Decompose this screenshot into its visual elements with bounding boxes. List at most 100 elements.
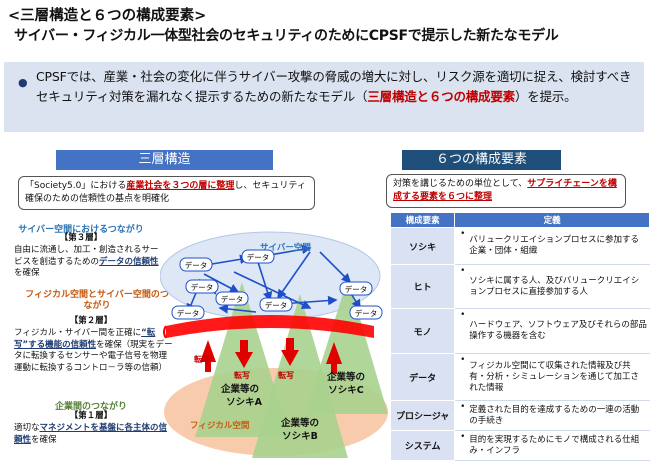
summary-text-before: CPSFでは、産業・社会の変化に伴うサイバー攻撃の脅威の増大に対し、リスク源を適…	[36, 69, 632, 104]
org-c-triangle	[305, 278, 388, 414]
svg-text:データ: データ	[265, 300, 288, 310]
layer3-text-emphasis: データの信頼性	[99, 256, 159, 267]
definition-text: バリュークリエイションプロセスに参加する企業・団体・組織	[469, 235, 639, 256]
definition-text: ハードウェア、ソフトウェア及びそれらの部品 操作する機器を含む	[469, 320, 647, 341]
data-node: データ	[241, 249, 275, 264]
slide-title: <三層構造と６つの構成要素>	[8, 8, 207, 24]
layer2-description: フィジカル・サイバー間を正確に“転写”する機能の信頼性を確保（現実をデータに転換…	[14, 328, 174, 374]
data-node: データ	[179, 257, 213, 272]
six-callout-pre: 対策を講じるための単位として、	[393, 179, 528, 189]
definition-text: 目的を実現するためにモノで構成される仕組み・インフラ	[469, 434, 640, 456]
layer3-description: 自由に流通し、加工・創造されるサービスを創造するためのデータの信頼性を確保	[14, 245, 164, 280]
definition-cell: •フィジカル空間にて収集された情報及び共有・分析・シミュレーションを通じて加工さ…	[454, 353, 650, 401]
data-nodes: データ データ データ データ データ データ データ データ	[171, 249, 383, 320]
layer2-heading: フィジカル空間とサイバー空間のつながり	[25, 290, 169, 311]
definition-cell: •ソシキに属する人、及びバリュークリエイションプロセスに直接参加する人	[454, 264, 650, 309]
table-header-row: 構成要素 定義	[389, 212, 650, 228]
transfer-label: 転写	[194, 354, 210, 364]
org-a-line2: ソシキA	[226, 397, 263, 408]
layer3-heading: サイバー空間におけるつながり	[18, 225, 144, 235]
definition-cell: •バリュークリエイションプロセスに参加する企業・団体・組織	[454, 227, 650, 265]
layer1-description: 適切なマネジメントを基盤に各主体の信頼性を確保	[14, 423, 174, 446]
data-node: データ	[171, 305, 205, 320]
transfer-arrow-down	[235, 340, 253, 368]
table-row: システム •目的を実現するためにモノで構成される仕組み・インフラ	[389, 430, 650, 461]
layer3-text-post: を確保	[14, 268, 40, 278]
three-layer-band: 三層構造	[56, 150, 273, 170]
transfer-label: 転写	[234, 370, 250, 380]
layer1-heading: 企業間のつながり	[54, 402, 127, 412]
transfer-arrow-up	[326, 342, 342, 374]
transfer-arrow-down	[281, 338, 299, 366]
svg-text:データ: データ	[345, 284, 368, 294]
element-cell: ヒト	[389, 264, 456, 309]
physical-space-label: フィジカル空間	[190, 420, 249, 431]
callout-pre: 「Society5.0」における	[25, 181, 127, 191]
layer1-label: 【第１層】	[69, 411, 113, 421]
element-cell: モノ	[389, 308, 456, 354]
definition-text: フィジカル空間にて収集された情報及び共有・分析・シミュレーションを通じて加工され…	[469, 360, 639, 393]
summary-bullet: ●	[18, 76, 28, 89]
data-node: データ	[349, 305, 383, 320]
callout-post: し、セキュリティ確保のための信頼性の基点を明確化	[25, 181, 306, 204]
header-element: 構成要素	[389, 212, 456, 228]
table-row: ヒト •ソシキに属する人、及びバリュークリエイションプロセスに直接参加する人	[389, 264, 650, 309]
transfer-arrows	[200, 338, 342, 374]
layer1-text-post: を確保	[31, 434, 57, 445]
layer1-text-emphasis: マネジメントを基盤に各主体の信頼性	[14, 423, 168, 445]
data-node: データ	[185, 279, 219, 294]
layer2-label: 【第２層】	[69, 316, 113, 326]
header-definition: 定義	[454, 212, 650, 228]
svg-text:データ: データ	[221, 294, 244, 304]
transfer-labels: 転写 転写 転写	[194, 354, 294, 380]
svg-text:データ: データ	[191, 282, 214, 292]
summary-highlight: 三層構造と６つの構成要素	[367, 89, 515, 104]
summary-text-after: ）を提示。	[514, 89, 577, 104]
definition-text: ソシキに属する人、及びバリュークリエイションプロセスに直接参加する人	[469, 275, 640, 297]
six-elements-table: 構成要素 定義 ソシキ •バリュークリエイションプロセスに参加する企業・団体・組…	[389, 212, 650, 461]
definition-cell: •ハードウェア、ソフトウェア及びそれらの部品 操作する機器を含む	[454, 308, 650, 354]
definition-cell: •目的を実現するためにモノで構成される仕組み・インフラ	[454, 430, 650, 461]
element-cell: ソシキ	[389, 227, 456, 265]
layer2-text-post: を確保（現実をデータに転換するセンサーや電子信号を物理運動に転換するコントロ－ラ…	[14, 339, 173, 373]
data-node: データ	[215, 291, 249, 306]
layer2-text-pre: フィジカル・サイバー間を正確に	[14, 328, 142, 338]
svg-text:データ: データ	[185, 260, 208, 270]
svg-text:データ: データ	[177, 308, 200, 318]
summary-box	[4, 62, 644, 132]
org-b-line2: ソシキB	[282, 431, 318, 442]
org-b-triangle	[252, 294, 348, 458]
transfer-band	[166, 315, 374, 338]
org-b-line1: 企業等の	[280, 417, 319, 429]
six-callout-emphasis: サプライチェーンを構成する要素を６つに整理	[393, 179, 617, 202]
layer2-text-emphasis: “転写”する機能の信頼性	[14, 328, 156, 350]
cyber-space-label: サイバー空間	[260, 242, 311, 253]
data-node: データ	[339, 281, 373, 296]
definition-text: 定義された目的を達成するための一連の活動の手続き	[469, 404, 640, 426]
svg-text:データ: データ	[355, 308, 378, 318]
callout-emphasis: 産業社会を３つの層に整理	[126, 181, 235, 191]
layer3-label: 【第３層】	[59, 233, 103, 243]
element-cell: プロシージャ	[389, 400, 456, 431]
layer3-text-pre: 自由に流通し、加工・創造されるサービスを創造するための	[14, 245, 159, 267]
slide-subtitle: サイバー・フィジカル一体型社会のセキュリティのためにCPSFで提示した新たなモデ…	[14, 28, 559, 44]
org-c-line1: 企業等の	[326, 371, 365, 383]
transfer-label: 転写	[278, 370, 294, 380]
table-row: データ •フィジカル空間にて収集された情報及び共有・分析・シミュレーションを通じ…	[389, 353, 650, 401]
table-row: ソシキ •バリュークリエイションプロセスに参加する企業・団体・組織	[389, 227, 650, 265]
layer1-text-pre: 適切な	[14, 423, 40, 433]
data-node: データ	[259, 297, 293, 312]
six-elements-band: ６つの構成要素	[402, 150, 561, 170]
org-a-line1: 企業等の	[220, 383, 259, 395]
summary-text: CPSFでは、産業・社会の変化に伴うサイバー攻撃の脅威の増大に対し、リスク源を適…	[36, 67, 636, 107]
transfer-arrow-up	[200, 340, 216, 372]
definition-cell: •定義された目的を達成するための一連の活動の手続き	[454, 400, 650, 431]
element-cell: システム	[389, 430, 456, 461]
table-row: プロシージャ •定義された目的を達成するための一連の活動の手続き	[389, 400, 650, 431]
org-c-line2: ソシキC	[328, 385, 364, 396]
element-cell: データ	[389, 353, 456, 401]
three-layer-diagram: サイバー空間 データ データ データ データ データ データ データ データ 転…	[160, 231, 388, 458]
svg-text:データ: データ	[247, 252, 270, 262]
six-elements-callout: 対策を講じるための単位として、サプライチェーンを構成する要素を６つに整理	[386, 174, 626, 208]
three-layer-callout: 「Society5.0」における産業社会を３つの層に整理し、セキュリティ確保のた…	[18, 176, 315, 210]
